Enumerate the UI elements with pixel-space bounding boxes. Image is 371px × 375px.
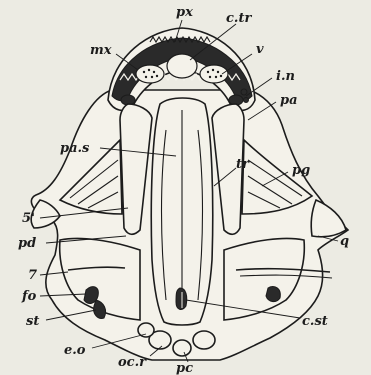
label-px: px [176, 5, 193, 20]
exoccipital [138, 323, 154, 337]
label-fo: fo [21, 289, 37, 304]
label-ctr: c.tr [226, 11, 252, 26]
label-pc: pc [176, 361, 193, 375]
label-v: v [256, 42, 264, 57]
right-vomer-patch [200, 65, 228, 83]
carotid-foramen [176, 288, 187, 309]
label-7: 7 [28, 268, 37, 283]
label-5prime: 5' [22, 211, 35, 226]
central-occipital-ridge [173, 340, 191, 356]
left-vomer-patch [136, 65, 164, 83]
label-ocr: oc.r [118, 355, 147, 370]
label-pas: pa.s [60, 141, 90, 156]
label-pd: pd [18, 236, 36, 251]
label-in: i.n [276, 69, 295, 84]
label-tr: tr [236, 157, 250, 172]
label-pa: pa [280, 93, 298, 108]
right-occipital-condyle [193, 331, 215, 349]
label-pg: pg [292, 163, 310, 178]
label-eo: e.o [64, 343, 86, 358]
label-mx: mx [90, 43, 112, 58]
right-foramen [266, 286, 280, 301]
label-q: q [340, 234, 349, 249]
label-cst: c.st [302, 314, 328, 329]
right-nostril-dot-upper [241, 89, 247, 95]
label-st: st [26, 314, 39, 329]
right-nostril-dot-lower [244, 98, 249, 103]
